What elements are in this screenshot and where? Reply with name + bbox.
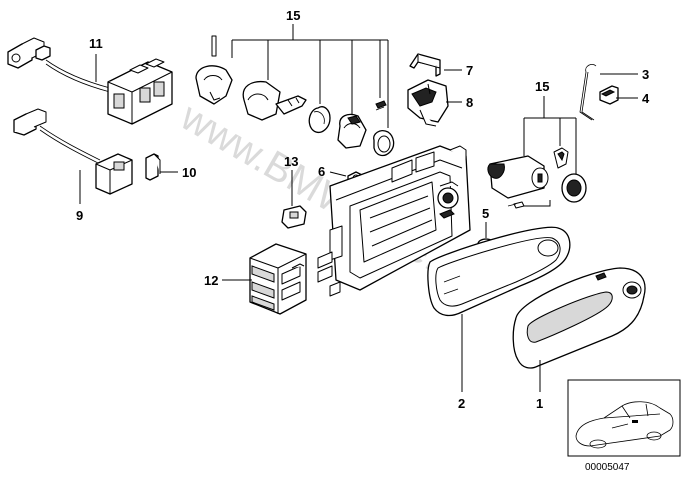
part-3-rod	[579, 64, 597, 121]
callout-6: 6	[318, 164, 325, 179]
callout-2: 2	[458, 396, 465, 411]
callout-12: 12	[204, 273, 218, 288]
callout-11: 11	[89, 36, 103, 51]
part-12-cover	[249, 243, 307, 315]
part-10-clip	[145, 153, 161, 181]
callout-13: 13	[284, 154, 298, 169]
part-1-door-handle	[512, 267, 646, 369]
part-7-bracket	[409, 53, 441, 77]
part-14-lock-cylinder-set	[195, 35, 395, 157]
callout-8: 8	[466, 95, 473, 110]
callout-5: 5	[482, 206, 489, 221]
callout-9: 9	[76, 208, 83, 223]
callout-1: 1	[536, 396, 543, 411]
callout-15: 15	[535, 79, 549, 94]
callout-3: 3	[642, 67, 649, 82]
image-code: 00005047	[585, 462, 630, 473]
part-2-gasket	[427, 226, 571, 317]
callout-7: 7	[466, 63, 473, 78]
callout-10: 10	[182, 165, 196, 180]
car-location-inset: 00005047	[567, 379, 681, 473]
part-11-harness-switch	[7, 37, 173, 125]
callout-labels: 15 11 7 8 3 4 15 13 6 10 9 5 12 2 1	[76, 8, 650, 411]
part-8-lever	[407, 79, 449, 127]
part-9-harness-switch	[13, 108, 133, 195]
handle-carrier-frame	[317, 145, 471, 297]
leader-lines	[79, 24, 638, 392]
callout-4: 4	[642, 91, 650, 106]
part-4-clip	[599, 85, 619, 105]
part-15-lock-cylinder	[487, 147, 587, 209]
callout-14: 15	[286, 8, 300, 23]
part-13-plate	[281, 205, 307, 229]
